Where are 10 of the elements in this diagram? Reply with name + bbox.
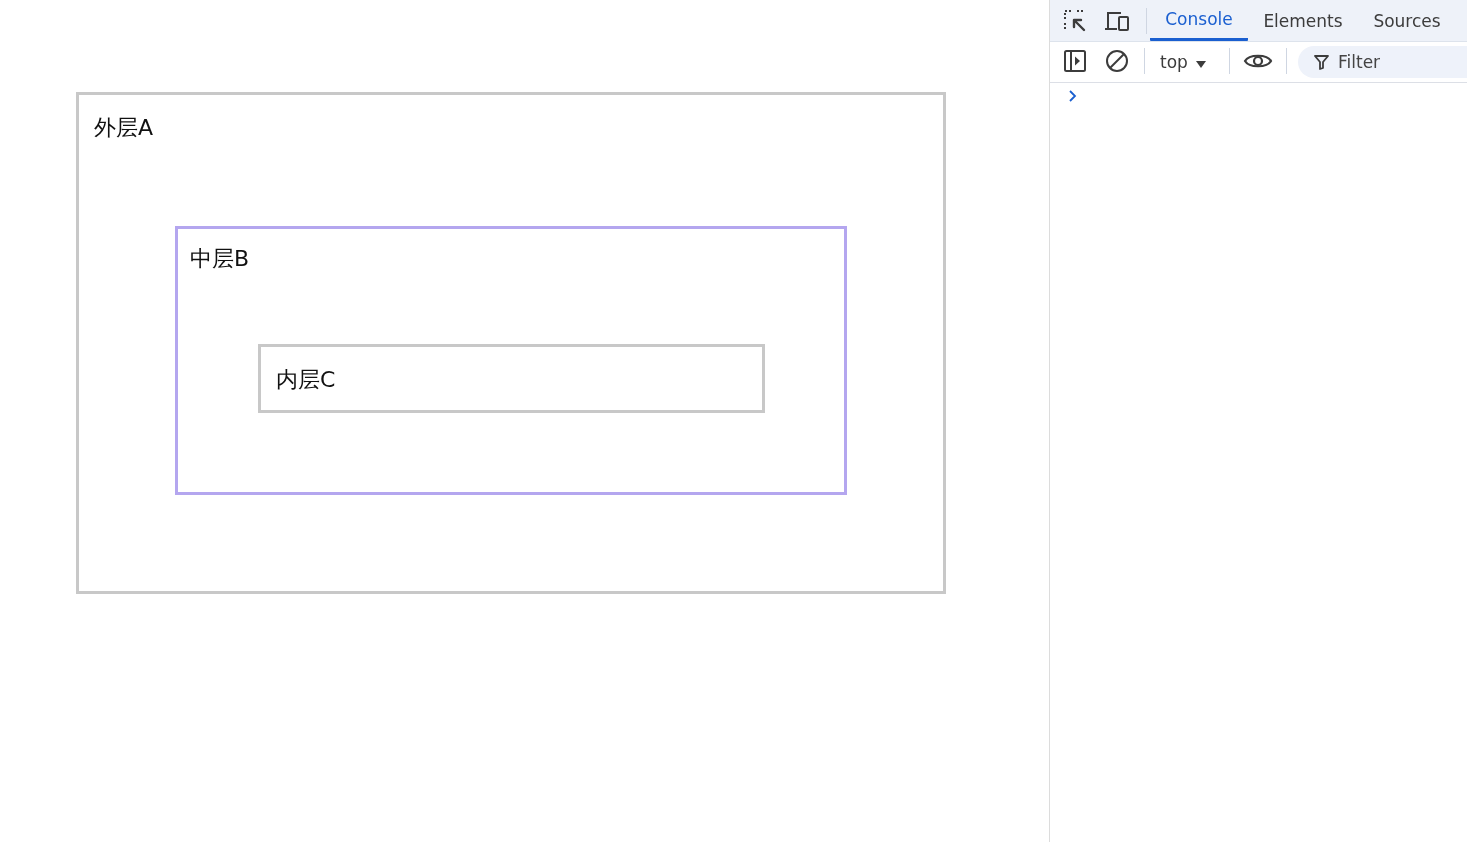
middle-container — [175, 226, 847, 495]
inner-container — [258, 344, 765, 413]
filter-field: Filter — [1298, 46, 1467, 78]
tab: Elements — [1250, 0, 1356, 41]
layer-title: 中层B — [190, 246, 250, 272]
context-dropdown: top — [1154, 47, 1212, 77]
layer-title: 内层C — [276, 367, 336, 393]
layer-title: 外层A — [94, 115, 154, 141]
tab: Sources — [1357, 0, 1457, 41]
outer-container — [76, 92, 946, 594]
